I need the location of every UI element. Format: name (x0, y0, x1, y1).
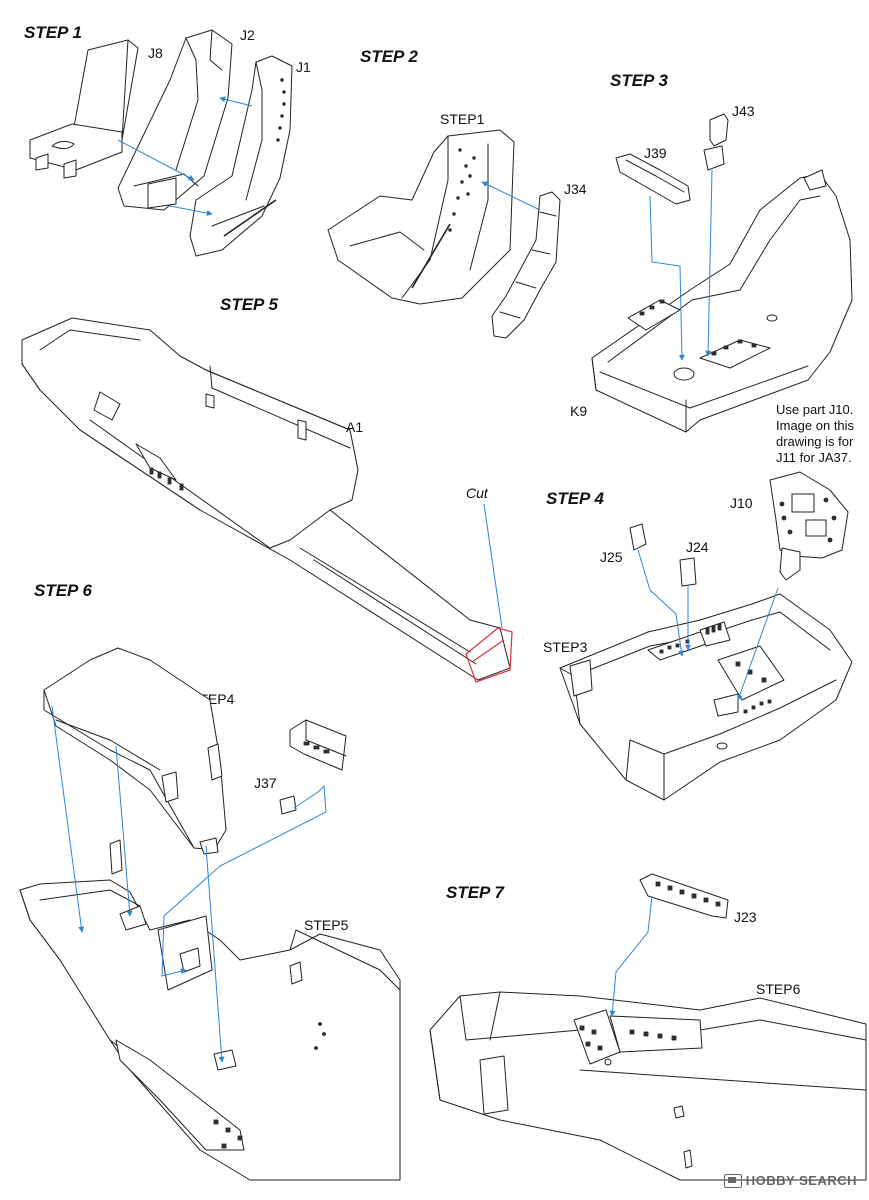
step6-guide-left (51, 705, 85, 933)
part-k9-drawing (591, 169, 853, 433)
label-cut: Cut (466, 485, 489, 501)
step7-group: STEP 7 J23 STEP6 (429, 873, 867, 1181)
label-k9: K9 (570, 403, 587, 419)
step6-upper-assembly-drawing (43, 647, 227, 855)
step6-lower-fuselage-drawing (19, 839, 401, 1181)
label-j43: J43 (732, 103, 755, 119)
cut-mark-inner (471, 639, 505, 663)
step4-group: STEP 4 J10 J25 J24 STEP3 (543, 471, 853, 801)
part-j24-drawing (679, 557, 697, 587)
watermark-text: HOBBY SEARCH (745, 1173, 857, 1188)
part-j25-drawing (629, 523, 647, 551)
step1-group: STEP 1 J8 J2 (24, 23, 311, 257)
step6-title: STEP 6 (34, 581, 92, 600)
label-j37: J37 (254, 775, 277, 791)
label-j34: J34 (564, 181, 587, 197)
step3-group: STEP 3 J43 J39 (570, 71, 855, 465)
step4-guide-j10 (736, 587, 779, 701)
step3-guide-j43 (705, 169, 713, 357)
hobby-search-logo-icon (723, 1173, 742, 1188)
step4-title: STEP 4 (546, 489, 604, 508)
step5-title: STEP 5 (220, 295, 278, 314)
label-j10: J10 (730, 495, 753, 511)
step2-title: STEP 2 (360, 47, 418, 66)
label-j39: J39 (644, 145, 667, 161)
part-j37-drawing (279, 719, 347, 815)
cut-leader (483, 503, 503, 629)
label-j25: J25 (600, 549, 623, 565)
part-j34-drawing (491, 191, 561, 339)
step1-guide-j8-j2 (117, 139, 195, 181)
step2-seat-assembly-drawing (327, 129, 515, 305)
label-j2: J2 (240, 27, 255, 43)
label-j23: J23 (734, 909, 757, 925)
label-step1-ref: STEP1 (440, 111, 485, 127)
step2-guide-j34 (481, 181, 541, 211)
step7-guide-j23 (609, 895, 653, 1017)
step1-guide-j2-j1 (169, 205, 213, 216)
step3-guide-j39 (649, 195, 685, 361)
step7-title: STEP 7 (446, 883, 505, 902)
label-j8: J8 (148, 45, 163, 61)
label-j1: J1 (296, 59, 311, 75)
step7-fuselage-drawing (429, 991, 867, 1181)
step5-group: STEP 5 A1 Cut (21, 295, 513, 683)
step4-guide-j25 (637, 549, 685, 657)
part-j23-drawing (639, 873, 729, 919)
note-line4: J11 for JA37. (776, 450, 852, 465)
part-a1-drawing (21, 317, 511, 681)
note-line2: Image on this (776, 418, 855, 433)
step6-guide-mid (115, 745, 133, 917)
label-step5-ref: STEP5 (304, 917, 349, 933)
step6-guide-right (205, 845, 225, 1063)
step1-title: STEP 1 (24, 23, 82, 42)
step6-group: STEP 6 STEP4 J37 STEP5 (19, 581, 401, 1181)
part-j1-drawing (189, 55, 293, 257)
step6-guide-j37 (161, 784, 327, 977)
part-j43-drawing (703, 113, 729, 171)
step3-title: STEP 3 (610, 71, 668, 90)
step2-group: STEP 2 STEP1 J34 (327, 47, 587, 339)
note-line1: Use part J10. (776, 402, 853, 417)
cut-mark (465, 627, 513, 683)
part-j2-drawing (117, 29, 233, 211)
label-a1: A1 (346, 419, 363, 435)
part-j8-drawing (29, 39, 139, 179)
step4-tub-drawing (559, 593, 853, 801)
label-step3-ref: STEP3 (543, 639, 588, 655)
label-j24: J24 (686, 539, 709, 555)
step1-guide-j1-j2 (219, 96, 253, 107)
part-j10-drawing (769, 471, 849, 581)
hobby-search-watermark: HOBBY SEARCH (723, 1173, 857, 1188)
note-line3: drawing is for (776, 434, 854, 449)
label-step6-ref: STEP6 (756, 981, 801, 997)
part-j39-drawing (615, 153, 691, 205)
